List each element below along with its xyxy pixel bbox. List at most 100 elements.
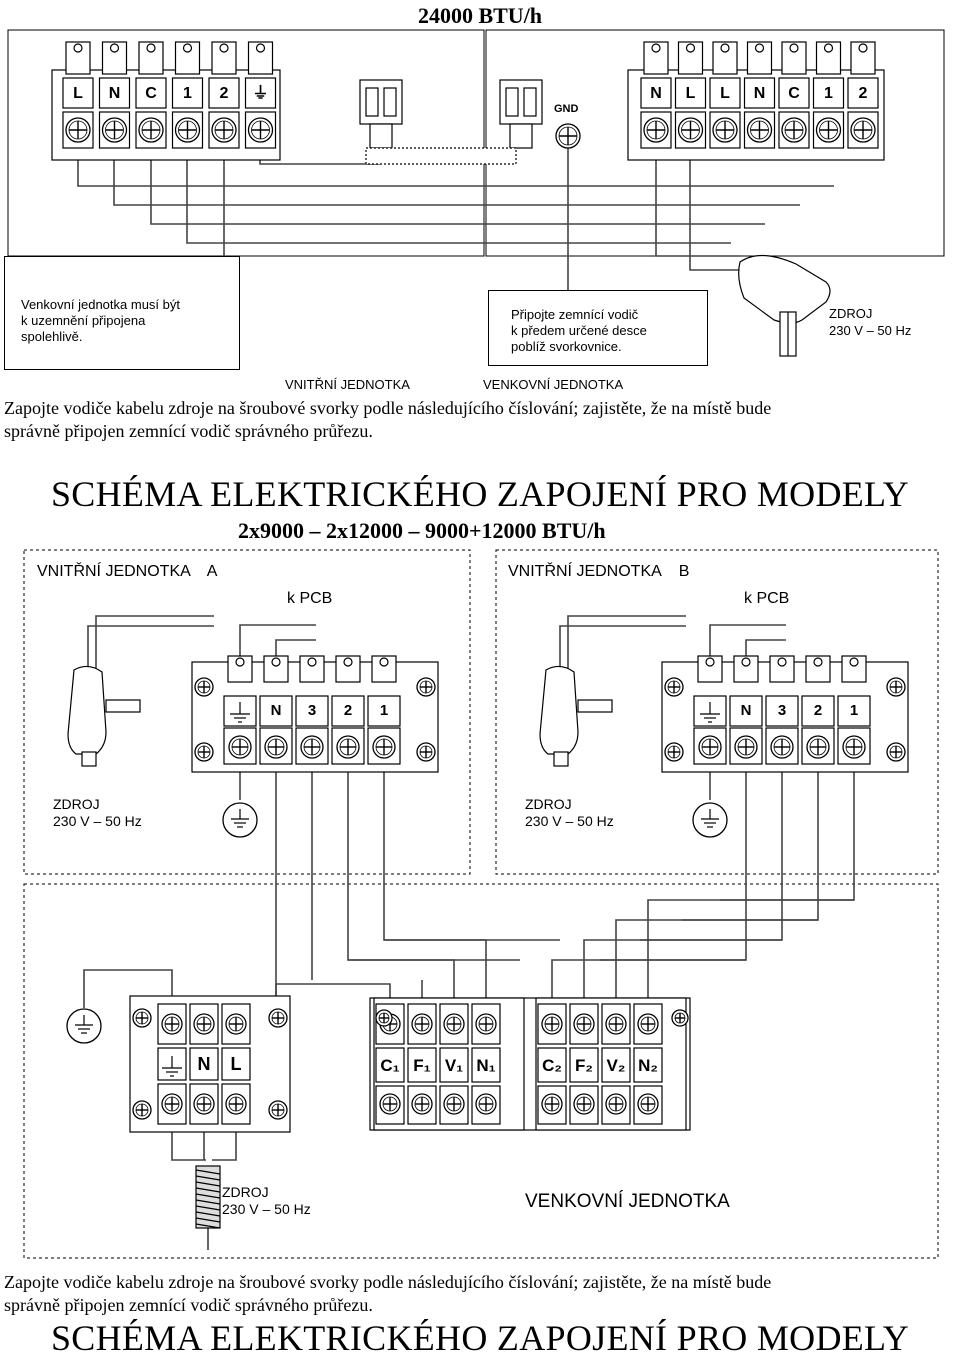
- unit-a-screw-icon: [264, 735, 288, 759]
- outdoor-a-screw-icon: [443, 1013, 465, 1035]
- outdoor-a-terminal-label: F₁: [413, 1056, 431, 1075]
- middle-wire-12: [347, 764, 520, 961]
- unit-b-mount-screw-icon: [886, 677, 906, 697]
- top-title: 24000 BTU/h: [417, 3, 543, 28]
- outdoor-screw-icon: [850, 117, 876, 143]
- outdoor-b-terminal-label: N₂: [638, 1056, 658, 1075]
- outdoor-main-screw-icon: [193, 1013, 215, 1035]
- unit-a-power-line-2: 230 V – 50 Hz: [53, 813, 142, 829]
- unit-b-terminal-1: [729, 655, 763, 765]
- top-wire-3: [186, 148, 731, 244]
- outdoor-b-terminal-label: F₂: [575, 1056, 593, 1075]
- indoor-screw-icon: [247, 117, 274, 143]
- power-plug-icon: [738, 254, 831, 357]
- outdoor-ab-mount-screw-icon: [671, 1009, 689, 1027]
- unit-b-label: VNITŘNÍ JEDNOTKA B: [508, 563, 690, 580]
- indoor-unit-frame: [7, 29, 485, 257]
- middle-heading: SCHÉMA ELEKTRICKÉHO ZAPOJENÍ PRO MODELY: [50, 474, 910, 514]
- outdoor-b-terminal-0: [537, 1003, 567, 1125]
- note-earthing-box: Venkovní jednotka musí být k uzemnění př…: [4, 256, 240, 370]
- middle-wire-3: [275, 639, 316, 656]
- indoor-terminal-2: [135, 41, 167, 149]
- outdoor-b-terminal-label: C₂: [542, 1056, 562, 1075]
- top-paragraph-line-2: správně připojen zemnící vodič správného…: [4, 421, 373, 441]
- outdoor-wire-7: [551, 959, 746, 1004]
- connector-right-icon: [499, 79, 543, 149]
- outdoor-wire-0: [83, 969, 173, 1008]
- outdoor-b-terminal-3: [633, 1003, 663, 1125]
- outdoor-terminal-label: 2: [858, 85, 868, 102]
- outdoor-main-mount-screw-icon: [268, 1100, 288, 1120]
- unit-b-frame: [495, 549, 939, 875]
- outdoor-a-terminal-3: [471, 1003, 501, 1125]
- indoor-screw-icon: [65, 117, 91, 143]
- outdoor-terminal-label: L: [685, 85, 696, 102]
- unit-b-mount-screw-icon: [664, 742, 684, 762]
- outdoor-b-screw-icon: [637, 1013, 659, 1035]
- bottom-paragraph-line-1: Zapojte vodiče kabelu zdroje na šroubové…: [4, 1272, 772, 1292]
- outdoor-b-screw-icon: [573, 1093, 595, 1115]
- unit-a-label: VNITŘNÍ JEDNOTKA A: [37, 563, 218, 580]
- outdoor-a-screw-icon: [475, 1013, 497, 1035]
- unit-b-mount-screw-icon: [886, 742, 906, 762]
- indoor-terminal-label: ⏚: [252, 85, 269, 102]
- outdoor-main-screw-icon: [161, 1013, 183, 1035]
- note-mid-line-3: poblíž svorkovnice.: [511, 339, 622, 354]
- unit-b-terminal-label: N: [740, 702, 752, 719]
- outdoor-screw-icon: [815, 117, 842, 143]
- outdoor-wire-5: [348, 959, 455, 1004]
- middle-wire-16: [682, 764, 819, 921]
- outdoor-terminal-4: [778, 41, 810, 149]
- unit-b-plug-icon: [539, 665, 613, 767]
- bottom-paragraph-line-2: správně připojen zemnící vodič správného…: [4, 1295, 373, 1315]
- note-left-line-3: spolehlivě.: [21, 329, 83, 344]
- unit-b-terminal-2: [765, 655, 799, 765]
- outdoor-main-screw-icon: [193, 1093, 215, 1115]
- unit-a-terminal-1: [259, 655, 293, 765]
- outdoor-a-terminal-2: [439, 1003, 469, 1125]
- unit-a-mount-screw-icon: [194, 742, 214, 762]
- unit-a-terminal-label: 2: [343, 702, 353, 719]
- indoor-terminal-label: C: [145, 85, 157, 102]
- outdoor-ab-mount-screw-icon: [375, 1009, 393, 1027]
- unit-a-plug-icon: [67, 665, 141, 767]
- outdoor-main-mount-screw-icon: [132, 1008, 152, 1028]
- indoor-terminal-4: [208, 41, 240, 149]
- outdoor-b-screw-icon: [637, 1093, 659, 1115]
- outdoor-power-line-2: 230 V – 50 Hz: [222, 1201, 311, 1217]
- outdoor-a-screw-icon: [475, 1093, 497, 1115]
- unit-a-screw-icon: [336, 735, 360, 759]
- outdoor-b-screw-icon: [541, 1013, 563, 1035]
- unit-b-earth-symbol-icon: [700, 702, 720, 723]
- middle-wire-2: [239, 624, 316, 656]
- top-paragraph-line-1: Zapojte vodiče kabelu zdroje na šroubové…: [4, 398, 772, 418]
- outdoor-main-mount-screw-icon: [268, 1008, 288, 1028]
- top-wire-8: [689, 148, 760, 271]
- unit-b-terminal-label: 1: [849, 702, 859, 719]
- unit-a-mount-screw-icon: [416, 742, 436, 762]
- unit-b-pcb-label: k PCB: [744, 590, 790, 607]
- indoor-terminal-label: 2: [219, 85, 229, 102]
- outdoor-wire-3: [275, 983, 391, 1004]
- outdoor-main-terminal-1: [189, 1003, 219, 1125]
- outdoor-b-screw-icon: [605, 1093, 627, 1115]
- outdoor-b-screw-icon: [573, 1013, 595, 1035]
- unit-a-screw-icon: [228, 735, 252, 759]
- connector-left-icon: [359, 79, 403, 149]
- middle-wire-6: [709, 624, 786, 656]
- outdoor-main-terminal-0: [157, 1003, 187, 1125]
- unit-b-terminal-3: [801, 655, 835, 765]
- top-power-line-2: 230 V – 50 Hz: [829, 323, 912, 338]
- unit-a-ground-icon: [222, 802, 258, 838]
- unit-a-pcb-label: k PCB: [287, 590, 333, 607]
- unit-a-power-line-1: ZDROJ: [53, 796, 100, 812]
- top-wire-7: [655, 148, 740, 257]
- unit-b-screw-icon: [734, 735, 758, 759]
- outdoor-power-line-1: ZDROJ: [222, 1184, 269, 1200]
- unit-a-terminal-3: [331, 655, 365, 765]
- middle-wire-7: [745, 639, 786, 656]
- indoor-screw-icon: [101, 117, 128, 143]
- unit-b-terminal-label: 2: [813, 702, 823, 719]
- outdoor-b-terminal-2: [601, 1003, 631, 1125]
